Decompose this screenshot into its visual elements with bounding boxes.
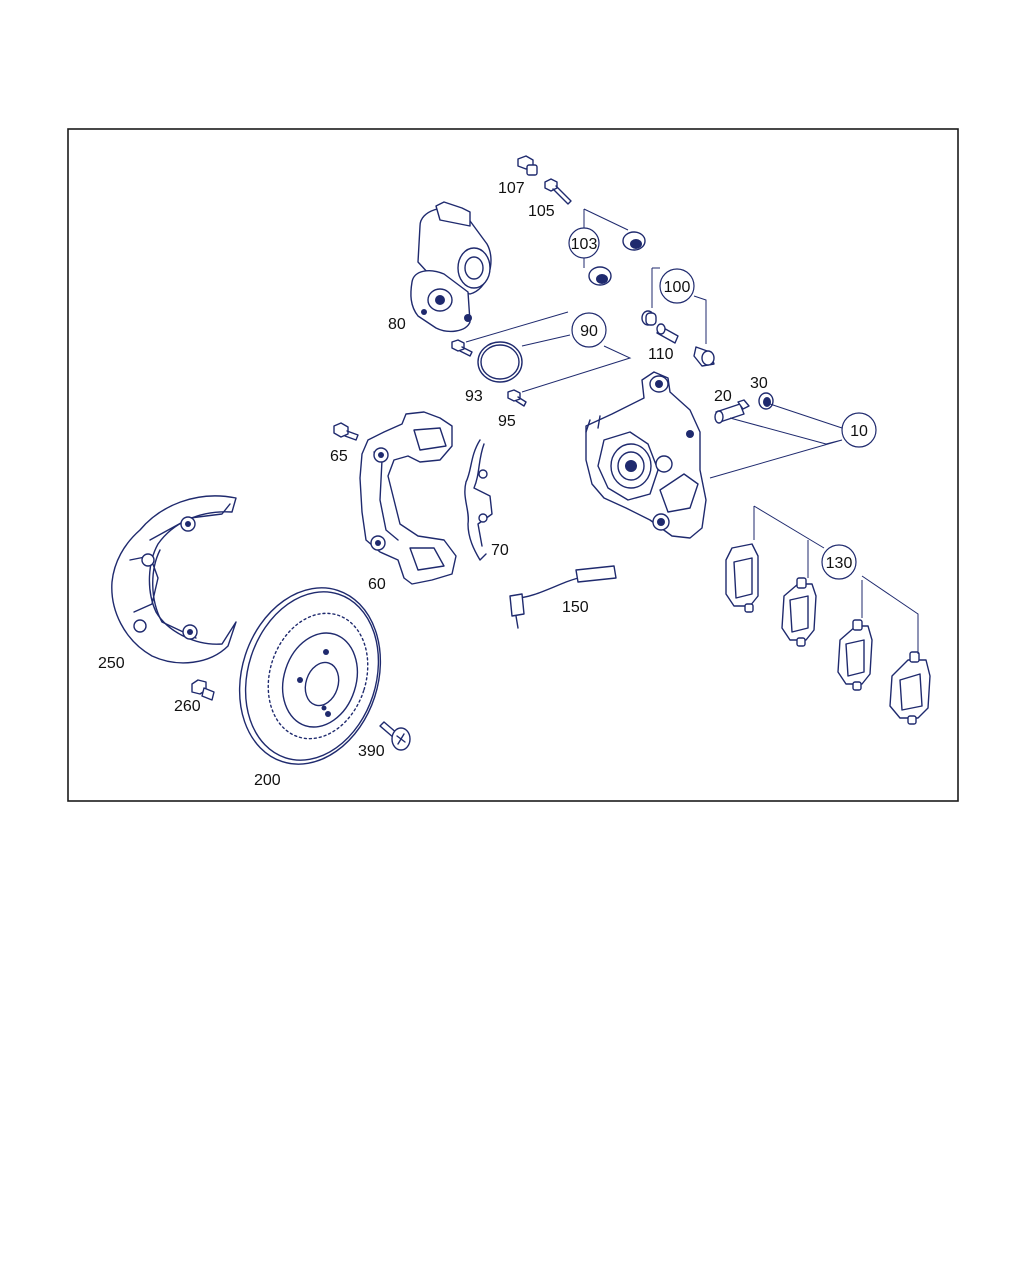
part-100-bush-large[interactable] bbox=[693, 346, 715, 367]
callout-90[interactable]: 90 bbox=[465, 311, 632, 393]
part-103-cap-upper[interactable] bbox=[622, 231, 646, 251]
part-30-dust-cap[interactable] bbox=[758, 392, 774, 410]
label-30: 30 bbox=[750, 375, 768, 392]
part-105-bolt[interactable] bbox=[544, 178, 572, 205]
part-130-brake-pad-1[interactable] bbox=[725, 543, 759, 613]
label-95: 95 bbox=[498, 413, 516, 430]
label-80: 80 bbox=[388, 316, 406, 333]
diagram-frame bbox=[67, 128, 959, 802]
label-107: 107 bbox=[498, 180, 525, 197]
label-390: 390 bbox=[358, 743, 385, 760]
label-10: 10 bbox=[850, 423, 868, 440]
label-250: 250 bbox=[98, 655, 125, 672]
part-80-actuator-motor[interactable] bbox=[410, 201, 492, 333]
label-90: 90 bbox=[580, 323, 598, 340]
part-20-bleed-valve[interactable] bbox=[714, 399, 750, 424]
part-130-brake-pad-4[interactable] bbox=[889, 651, 931, 725]
part-60-caliper-carrier[interactable] bbox=[359, 411, 457, 585]
label-130: 130 bbox=[826, 555, 853, 572]
callout-103[interactable]: 103 bbox=[568, 208, 629, 268]
part-200-brake-disc[interactable] bbox=[218, 569, 403, 782]
part-390-screw[interactable] bbox=[379, 721, 411, 751]
callout-130[interactable]: 130 bbox=[753, 505, 919, 654]
part-260-bolt[interactable] bbox=[191, 679, 215, 701]
part-150-wear-sensor[interactable] bbox=[509, 565, 617, 629]
label-60: 60 bbox=[368, 576, 386, 593]
part-70-anti-rattle-spring[interactable] bbox=[464, 439, 493, 561]
label-93: 93 bbox=[465, 388, 483, 405]
part-100-bush-small[interactable] bbox=[641, 310, 657, 326]
part-110-guide-pin[interactable] bbox=[656, 323, 679, 344]
label-150: 150 bbox=[562, 599, 589, 616]
label-20: 20 bbox=[714, 388, 732, 405]
part-250-splash-shield[interactable] bbox=[111, 495, 237, 664]
label-260: 260 bbox=[174, 698, 201, 715]
part-93-o-ring[interactable] bbox=[477, 341, 523, 383]
callout-100[interactable]: 100 bbox=[651, 267, 707, 344]
part-90-screw[interactable] bbox=[451, 339, 473, 357]
label-100: 100 bbox=[664, 279, 691, 296]
part-130-brake-pad-3[interactable] bbox=[837, 619, 873, 691]
label-70: 70 bbox=[491, 542, 509, 559]
label-110: 110 bbox=[648, 346, 674, 363]
callout-10[interactable]: 10 bbox=[709, 403, 877, 479]
part-95-screw[interactable] bbox=[507, 389, 527, 407]
label-200: 200 bbox=[254, 772, 281, 789]
part-65-bolt[interactable] bbox=[333, 422, 359, 441]
part-103-cap-lower[interactable] bbox=[588, 266, 612, 286]
label-65: 65 bbox=[330, 448, 348, 465]
label-105: 105 bbox=[528, 203, 555, 220]
part-107-bolt[interactable] bbox=[517, 155, 538, 176]
part-130-brake-pad-2[interactable] bbox=[781, 577, 817, 647]
label-103: 103 bbox=[571, 236, 598, 253]
part-10-brake-caliper[interactable] bbox=[585, 371, 707, 539]
